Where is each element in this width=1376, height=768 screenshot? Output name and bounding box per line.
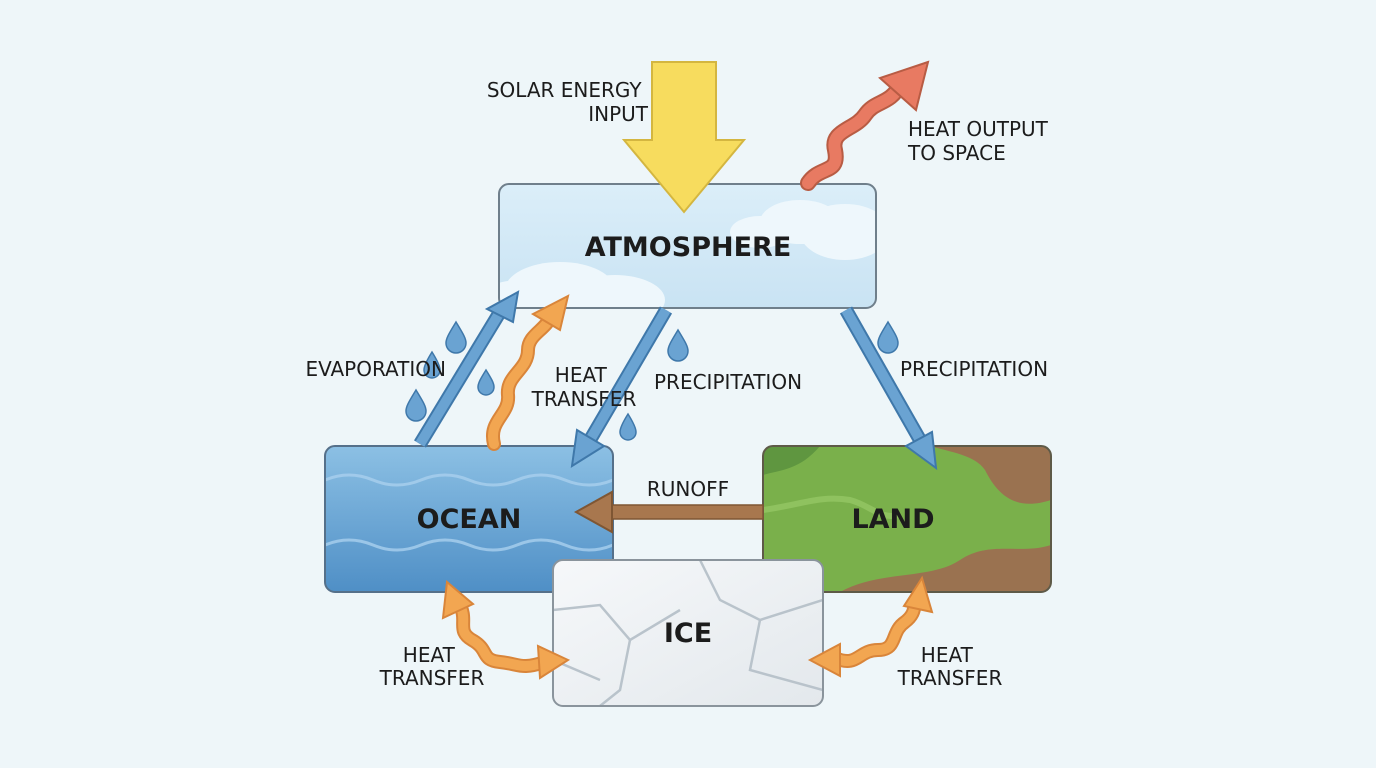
land-label: LAND [851, 504, 934, 535]
droplet-icon [405, 388, 427, 422]
heat-transfer-atm-label: HEAT TRANSFER [531, 363, 637, 411]
heat-transfer-land-ice-label-line1: HEAT [921, 643, 974, 667]
heat-transfer-ocean-ice-label: HEAT TRANSFER [379, 643, 485, 690]
heat-output-label-line1: HEAT OUTPUT [908, 117, 1049, 141]
solar-input-label: SOLAR ENERGY INPUT [487, 78, 649, 126]
wave-icon [325, 473, 613, 552]
solar-input-label-line2: INPUT [588, 102, 649, 126]
runoff-label: RUNOFF [647, 477, 729, 501]
heat-transfer-atm-label-line2: TRANSFER [531, 387, 637, 411]
precipitation-land-arrow [839, 306, 938, 471]
heat-output-label-line2: TO SPACE [907, 141, 1006, 165]
droplet-icon [423, 350, 441, 379]
precipitation-ocean-label: PRECIPITATION [654, 370, 802, 394]
droplet-icon [445, 320, 467, 354]
heat-transfer-land-ice-label: HEAT TRANSFER [897, 643, 1003, 690]
ice-label: ICE [664, 618, 712, 649]
droplet-icon [667, 328, 689, 362]
precipitation-land-label: PRECIPITATION [900, 357, 1048, 381]
heat-transfer-land-ice-label-line2: TRANSFER [897, 666, 1003, 690]
solar-input-arrow [621, 61, 747, 214]
heat-transfer-ocean-ice-label-line2: TRANSFER [379, 666, 485, 690]
droplet-icon [877, 320, 899, 354]
solar-input-label-line1: SOLAR ENERGY [487, 78, 643, 102]
heat-transfer-atm-label-line1: HEAT [555, 363, 608, 387]
droplet-icon [619, 412, 637, 441]
ocean-label: OCEAN [417, 504, 522, 535]
precipitation-ocean-arrow [570, 306, 673, 468]
terrain-icon [763, 446, 1051, 592]
heat-transfer-ocean-ice-label-line1: HEAT [403, 643, 456, 667]
cloud-icon [499, 200, 876, 308]
ocean-box: OCEAN [324, 445, 614, 593]
heat-transfer-ocean-ice-arrow [441, 580, 571, 680]
runoff-arrow [573, 490, 764, 534]
droplet-icons [405, 320, 899, 441]
ice-box: ICE [552, 559, 824, 707]
heat-transfer-ocean-atmosphere-arrow [485, 294, 570, 451]
evaporation-label: EVAPORATION [305, 357, 446, 381]
heat-output-label: HEAT OUTPUT TO SPACE [907, 117, 1054, 165]
heat-output-arrow [800, 60, 930, 191]
evaporation-arrow [414, 290, 520, 448]
atmosphere-label: ATMOSPHERE [585, 232, 792, 263]
heat-transfer-land-ice-arrow [807, 575, 934, 678]
droplet-icon [477, 368, 495, 396]
land-box: LAND [762, 445, 1052, 593]
